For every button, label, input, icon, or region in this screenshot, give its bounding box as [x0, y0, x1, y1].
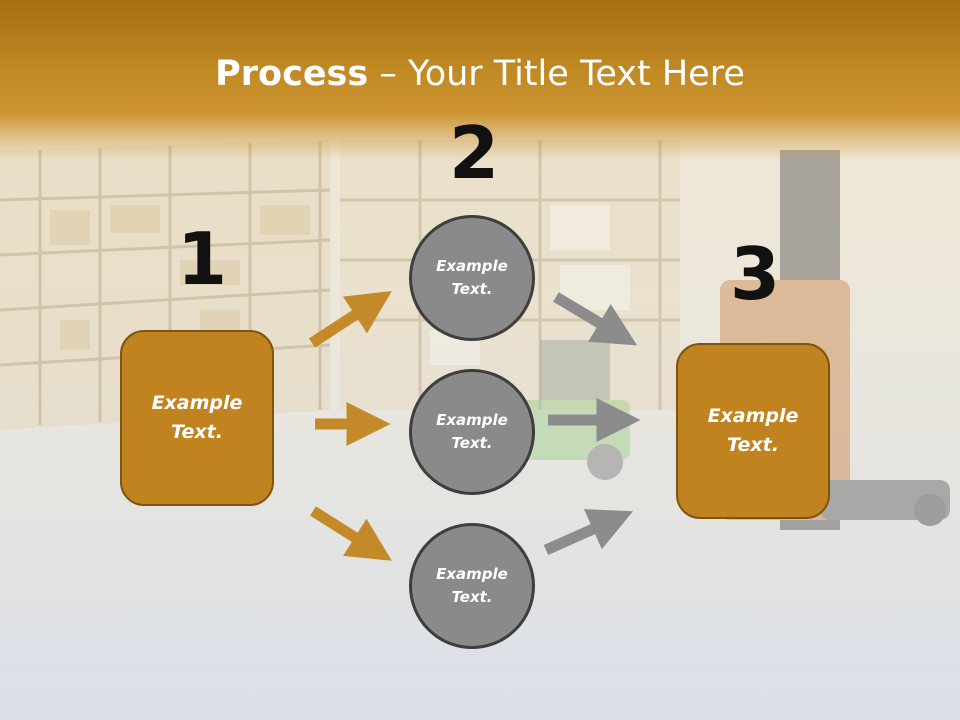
title-bold: Process: [215, 54, 369, 94]
step-1-text-line2: Text.: [171, 421, 223, 443]
circle-bottom-line1: Example: [436, 565, 508, 583]
circle-top-line2: Text.: [451, 280, 493, 298]
step-1-text-line1: Example: [151, 392, 243, 414]
arrow-1-to-circle-bottom: [310, 506, 392, 561]
step-3-box[interactable]: Example Text.: [676, 343, 830, 519]
circle-top-line1: Example: [436, 257, 508, 275]
title-band: [0, 0, 960, 160]
step-3-text-line2: Text.: [727, 434, 779, 456]
circle-middle[interactable]: Example Text.: [409, 369, 535, 495]
arrow-circle-bottom-to-3: [543, 509, 634, 556]
step-number-3: 3: [730, 232, 781, 316]
step-3-text-line1: Example: [707, 405, 799, 427]
arrow-circle-top-to-3: [553, 292, 638, 346]
circle-bottom[interactable]: Example Text.: [409, 523, 535, 649]
circle-middle-line2: Text.: [451, 434, 493, 452]
arrow-1-to-circle-top: [308, 290, 392, 348]
step-number-2: 2: [449, 111, 500, 195]
step-1-box[interactable]: Example Text.: [120, 330, 274, 506]
slide-title: Process – Your Title Text Here: [0, 52, 960, 96]
circle-top[interactable]: Example Text.: [409, 215, 535, 341]
circle-middle-line1: Example: [436, 411, 508, 429]
circle-bottom-line2: Text.: [451, 588, 493, 606]
step-number-1: 1: [177, 217, 228, 301]
title-rest: – Your Title Text Here: [368, 54, 745, 94]
